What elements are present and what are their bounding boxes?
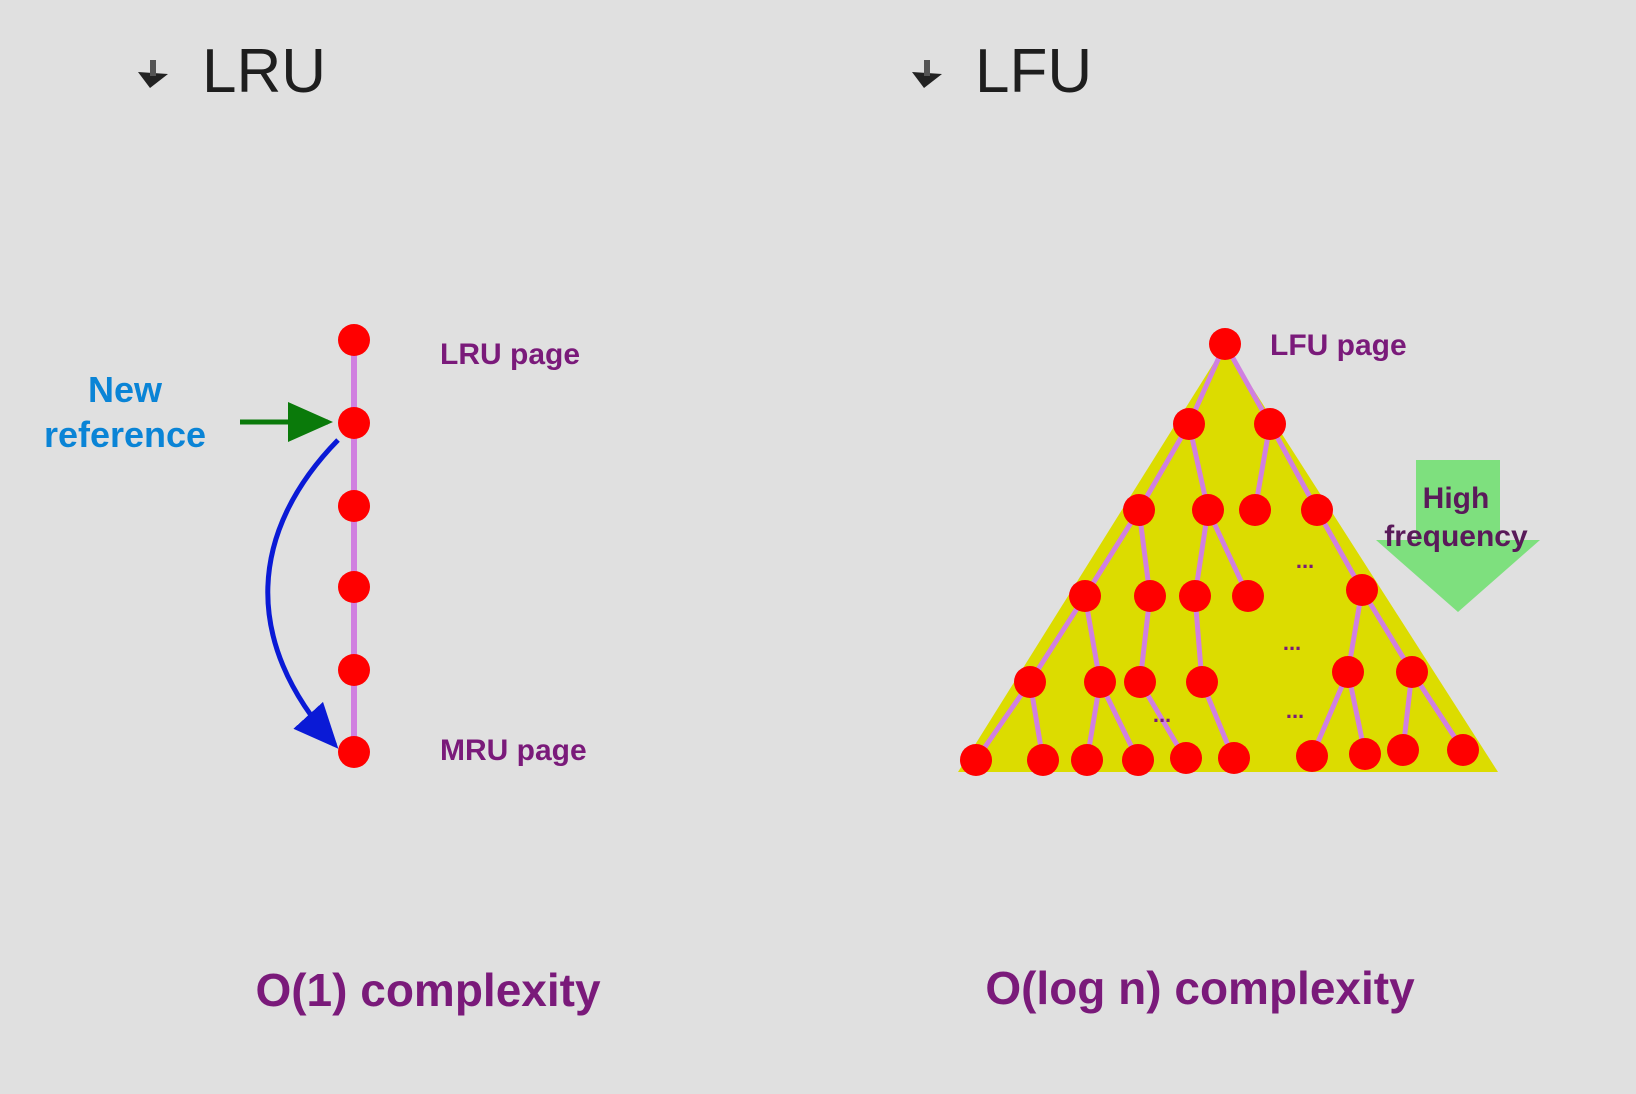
ellipsis: ... bbox=[1283, 630, 1301, 655]
lru-node bbox=[338, 736, 370, 768]
lru-bullet-icon bbox=[138, 60, 168, 88]
lru-list-diagram bbox=[240, 324, 370, 768]
new-reference-label-line1: New bbox=[88, 369, 163, 410]
move-to-mru-arrow bbox=[265, 438, 340, 749]
lru-complexity: O(1) complexity bbox=[255, 964, 601, 1016]
lfu-page-label: LFU page bbox=[1270, 329, 1407, 362]
lfu-complexity: O(log n) complexity bbox=[985, 962, 1415, 1014]
ellipsis: ... bbox=[1296, 548, 1314, 573]
lru-node bbox=[338, 490, 370, 522]
ellipsis: ... bbox=[1286, 698, 1304, 723]
lru-page-label: LRU page bbox=[440, 338, 580, 371]
high-frequency-arrow bbox=[1376, 460, 1540, 612]
heap-nodes bbox=[960, 328, 1479, 776]
lfu-heap-diagram: ... ... ... ... bbox=[958, 328, 1540, 776]
lfu-bullet-icon bbox=[912, 60, 942, 88]
high-frequency-label-line2: frequency bbox=[1384, 520, 1528, 553]
lru-node bbox=[338, 407, 370, 439]
mru-page-label: MRU page bbox=[440, 734, 587, 767]
high-frequency-label-line1: High bbox=[1423, 482, 1490, 515]
lru-title: LRU bbox=[202, 37, 326, 106]
lru-node bbox=[338, 571, 370, 603]
lfu-title: LFU bbox=[975, 37, 1092, 106]
ellipsis: ... bbox=[1153, 702, 1171, 727]
new-reference-label-line2: reference bbox=[44, 414, 206, 455]
lru-node bbox=[338, 324, 370, 356]
lru-node bbox=[338, 654, 370, 686]
